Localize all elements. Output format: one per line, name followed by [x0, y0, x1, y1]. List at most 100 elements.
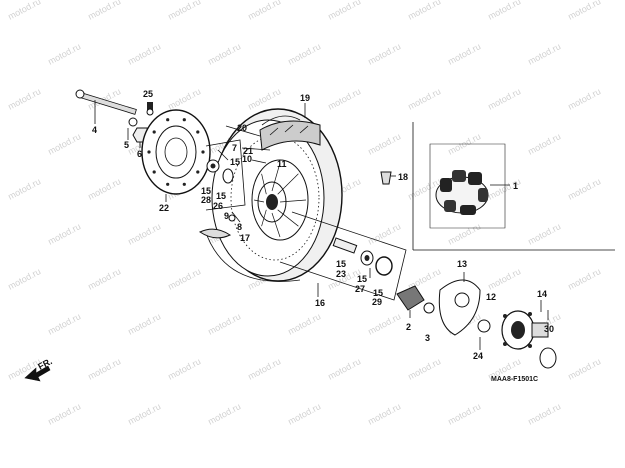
- disc-hole: [166, 182, 170, 186]
- watermark-text: motod.ru: [166, 356, 202, 382]
- callout-21: 21: [243, 146, 253, 156]
- disc-hole: [201, 150, 205, 154]
- hub-flange: [501, 310, 549, 350]
- callout-11: 11: [277, 159, 287, 169]
- watermark-text: motod.ru: [526, 401, 562, 427]
- watermark-text: motod.ru: [366, 131, 402, 157]
- callout-19: 19: [300, 93, 310, 103]
- watermark-text: motod.ru: [566, 176, 602, 202]
- disc-hole: [147, 150, 151, 154]
- watermark-text: motod.ru: [246, 86, 282, 112]
- watermark-text: motod.ru: [326, 0, 362, 22]
- callout-16: 16: [315, 298, 325, 308]
- watermark-text: motod.ru: [406, 0, 442, 22]
- watermark-text: motod.ru: [86, 356, 122, 382]
- final-drive-hub-cluster: [396, 279, 557, 369]
- callout-15b: 15: [201, 186, 211, 196]
- damper-rubber-part: [435, 170, 510, 215]
- watermark-text: motod.ru: [46, 311, 82, 337]
- watermark-text: motod.ru: [126, 311, 162, 337]
- wheel-spoke: [271, 212, 281, 238]
- axle-part: [75, 89, 137, 124]
- brake-disc-part: [141, 109, 211, 202]
- watermark-text: motod.ru: [46, 41, 82, 67]
- watermark-text: motod.ru: [446, 401, 482, 427]
- watermark-text: motod.ru: [566, 266, 602, 292]
- watermark-text: motod.ru: [46, 131, 82, 157]
- callout-27: 27: [355, 284, 365, 294]
- callout-7: 7: [232, 143, 237, 153]
- callout-12: 12: [486, 292, 496, 302]
- right-bearing-cluster: [279, 211, 407, 301]
- watermark-text: motod.ru: [166, 266, 202, 292]
- diagram-code: MAA8-F1501C: [491, 376, 538, 383]
- disc-hole: [152, 170, 156, 174]
- callout-10: 10: [242, 154, 252, 164]
- watermark-text: motod.ru: [526, 131, 562, 157]
- watermark-text: motod.ru: [366, 41, 402, 67]
- watermark-text: motod.ru: [246, 356, 282, 382]
- callout-15d: 15: [336, 259, 346, 269]
- watermark-text: motod.ru: [206, 311, 242, 337]
- watermark-text: motod.ru: [446, 41, 482, 67]
- watermark-text: motod.ru: [366, 401, 402, 427]
- wheel-spoke: [279, 199, 307, 203]
- front-direction-label: FR.: [36, 356, 53, 372]
- leader-lines: [217, 125, 549, 320]
- watermark-text: motod.ru: [126, 221, 162, 247]
- watermark-text: motod.ru: [166, 0, 202, 22]
- watermark-text: motod.ru: [126, 41, 162, 67]
- watermark-text: motod.ru: [6, 0, 42, 22]
- watermark-text: motod.ru: [486, 0, 522, 22]
- disc-hole: [196, 130, 200, 134]
- callout-20: 20: [237, 123, 247, 133]
- valve-part: [380, 171, 396, 185]
- disc-hole: [196, 170, 200, 174]
- front-direction-arrow-icon: [24, 365, 51, 382]
- watermark-text: motod.ru: [86, 0, 122, 22]
- wheel-spoke: [253, 199, 265, 203]
- callout-28: 28: [201, 195, 211, 205]
- watermark-text: motod.ru: [46, 221, 82, 247]
- wheel-spoke: [277, 209, 299, 227]
- callout-25: 25: [143, 89, 153, 99]
- watermark-text: motod.ru: [406, 356, 442, 382]
- watermark-text: motod.ru: [446, 221, 482, 247]
- watermark-text: motod.ru: [6, 266, 42, 292]
- callout-4: 4: [92, 125, 97, 135]
- watermark-text: motod.ru: [526, 221, 562, 247]
- watermark-text: motod.ru: [566, 356, 602, 382]
- callout-2: 2: [406, 322, 411, 332]
- disc-hole: [152, 130, 156, 134]
- watermark-text: motod.ru: [326, 86, 362, 112]
- wheel-spoke: [261, 209, 267, 227]
- watermark-text: motod.ru: [246, 0, 282, 22]
- wheel-spoke: [277, 173, 299, 195]
- watermark-text: motod.ru: [6, 86, 42, 112]
- watermark-text: motod.ru: [286, 41, 322, 67]
- wheel-spoke: [261, 173, 267, 195]
- callout-15a: 15: [230, 157, 240, 167]
- callout-17: 17: [240, 233, 250, 243]
- callout-22: 22: [159, 203, 169, 213]
- wheel-assembly: [204, 103, 343, 282]
- watermark-text: motod.ru: [326, 356, 362, 382]
- left-bearing-cluster: [198, 139, 246, 239]
- watermark-text: motod.ru: [126, 401, 162, 427]
- callout-24: 24: [473, 351, 483, 361]
- watermark-text: motod.ru: [86, 176, 122, 202]
- callout-9: 9: [224, 211, 229, 221]
- watermark-text: motod.ru: [286, 311, 322, 337]
- callout-14: 14: [537, 289, 547, 299]
- watermark-text: motod.ru: [166, 86, 202, 112]
- callout-15f: 15: [373, 288, 383, 298]
- tread-section: [259, 120, 321, 151]
- watermark-text: motod.ru: [566, 0, 602, 22]
- inset-frame: [412, 122, 615, 251]
- wheel-spoke: [271, 162, 281, 192]
- watermark-text: motod.ru: [86, 266, 122, 292]
- watermark-text: motod.ru: [46, 401, 82, 427]
- callout-8: 8: [237, 222, 242, 232]
